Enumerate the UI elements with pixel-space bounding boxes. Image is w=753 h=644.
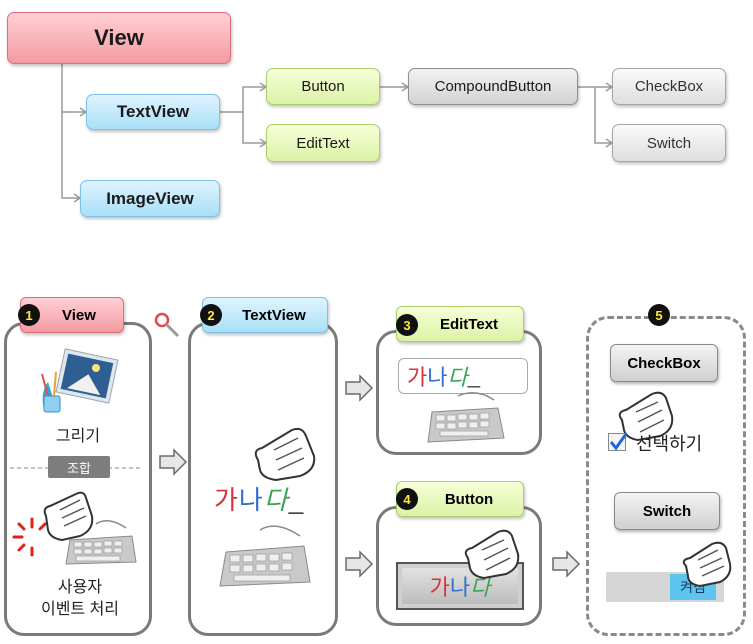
keyboard-icon [65, 520, 137, 565]
panel-view [4, 322, 152, 636]
panel-textview-tab: TextView [202, 297, 328, 333]
node-button: Button [266, 68, 380, 105]
step-2-badge: 2 [200, 304, 222, 326]
arrow-right-icon [345, 374, 374, 402]
node-compoundbutton: CompoundButton [408, 68, 578, 105]
node-textview-label: TextView [116, 102, 190, 121]
node-view: View [7, 12, 231, 64]
hand-pointer-icon [682, 541, 732, 588]
panel-view-event-line1: 사용자 [57, 579, 103, 596]
click-burst-icon [12, 517, 47, 557]
checkbox-sample-button[interactable]: CheckBox [610, 344, 718, 382]
node-checkbox-label: CheckBox [634, 78, 704, 95]
panel-button-title: Button [444, 490, 494, 508]
keyboard-icon [427, 392, 505, 443]
hand-pointer-icon [254, 427, 316, 482]
arrow-right-icon [552, 550, 581, 578]
panel-edittext-title: EditText [439, 315, 499, 333]
step-4-badge: 4 [396, 488, 418, 510]
painting-icon [41, 348, 119, 413]
step-3-badge: 3 [396, 314, 418, 336]
hand-pointer-icon [43, 491, 94, 542]
hand-pointer-icon [618, 391, 674, 442]
node-switch: Switch [612, 124, 726, 162]
panel-view-title: View [62, 306, 96, 324]
node-checkbox: CheckBox [612, 68, 726, 105]
checkbox-icon[interactable] [608, 433, 628, 451]
step-1-badge: 1 [18, 304, 40, 326]
arrow-right-icon [345, 550, 374, 578]
node-button-label: Button [301, 78, 345, 95]
switch-sample-button[interactable]: Switch [614, 492, 720, 530]
panel-textview-sample: 가나다_ [214, 485, 305, 515]
panel-view-event-line2: 이벤트 처리 [40, 601, 120, 618]
magnifier-icon [154, 312, 180, 338]
node-textview: TextView [86, 94, 220, 130]
step-5-badge: 5 [648, 304, 670, 326]
checkbox-label: 선택하기 [636, 434, 703, 454]
hand-pointer-icon [464, 529, 520, 580]
node-imageview-label: ImageView [106, 188, 194, 208]
panel-textview [188, 322, 338, 636]
node-view-label: View [94, 25, 144, 50]
arrow-right-icon [159, 448, 188, 476]
keyboard-icon [219, 525, 311, 587]
node-edittext-label: EditText [296, 134, 350, 152]
node-imageview: ImageView [80, 180, 220, 217]
node-edittext: EditText [266, 124, 380, 162]
panel-textview-title: TextView [242, 306, 306, 324]
panel-view-draw-label: 그리기 [55, 428, 101, 445]
node-switch-label: Switch [646, 134, 692, 152]
combine-badge: 조합 [48, 456, 110, 478]
node-compoundbutton-label: CompoundButton [434, 78, 552, 95]
